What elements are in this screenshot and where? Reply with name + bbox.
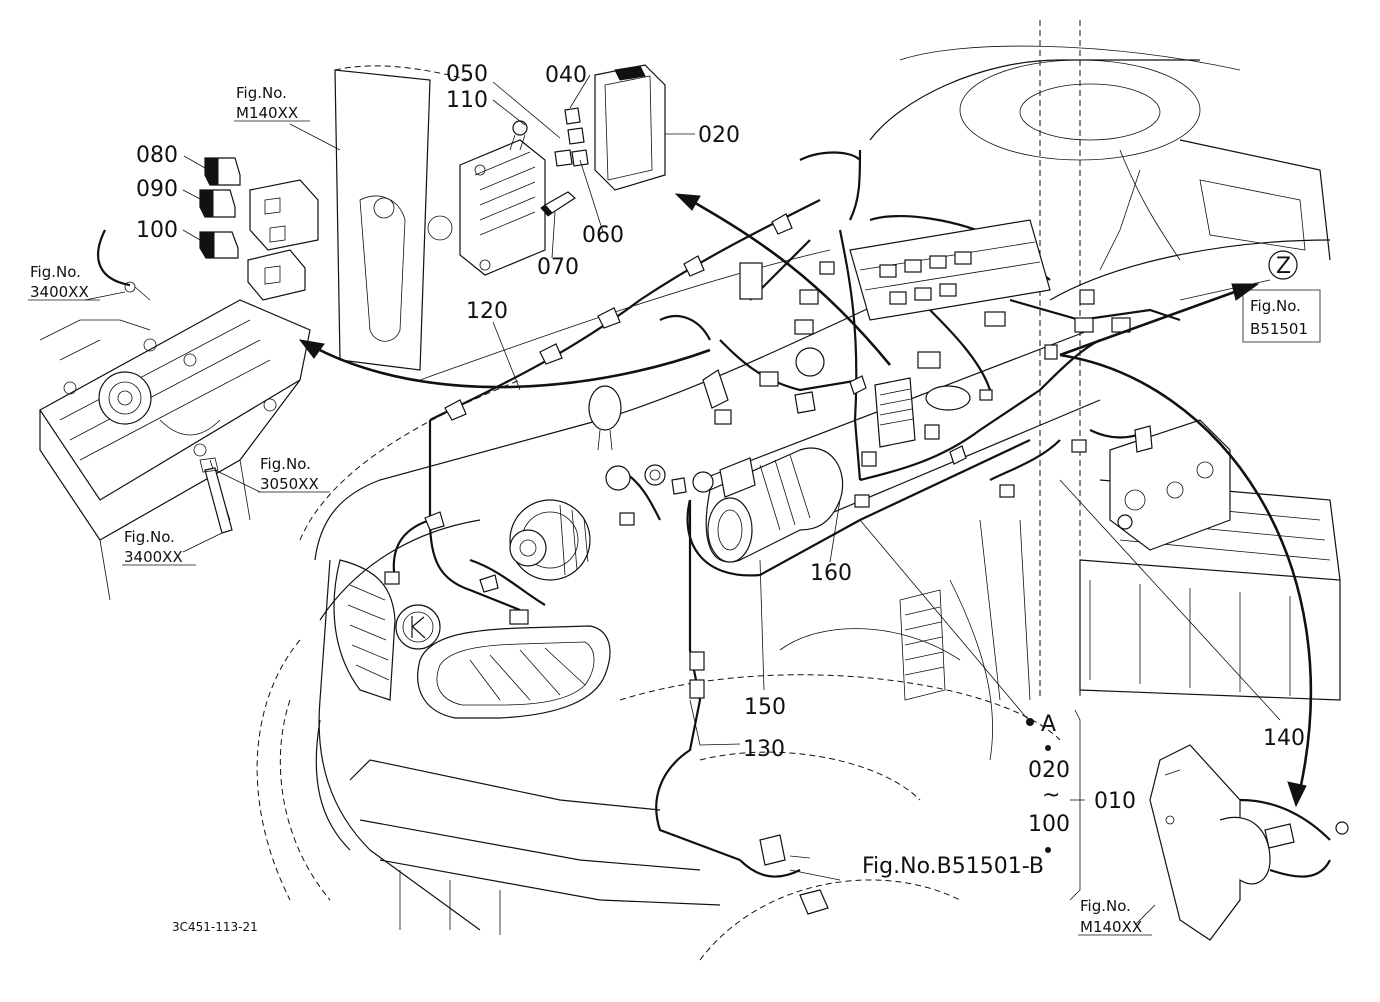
relay-socket bbox=[247, 179, 319, 301]
hydraulic-valve bbox=[1109, 419, 1231, 551]
fig-ref-underlines bbox=[28, 120, 1321, 936]
fig-3400-bottom-line2: 3400XX bbox=[124, 548, 183, 566]
fig-b51501-line1: Fig.No. bbox=[1250, 297, 1301, 315]
set-tilde-label: ~ bbox=[1042, 783, 1060, 808]
fig-3400-top-line1: Fig.No. bbox=[30, 263, 81, 281]
fuse-box-cover-020 bbox=[594, 64, 666, 191]
fig-b51501-line2: B51501 bbox=[1250, 320, 1308, 338]
set-to-label: 100 bbox=[1028, 812, 1070, 837]
screw-110 bbox=[509, 120, 528, 151]
label-130: 130 bbox=[743, 737, 785, 762]
engine-head-detail bbox=[39, 229, 311, 601]
fig-3050-line2: 3050XX bbox=[260, 475, 319, 493]
harness-connectors bbox=[384, 213, 1131, 699]
label-010: 010 bbox=[1094, 789, 1136, 814]
fig-m140-top-line1: Fig.No. bbox=[236, 84, 287, 102]
fig-3050-line1: Fig.No. bbox=[260, 455, 311, 473]
label-070: 070 bbox=[537, 255, 579, 280]
fig-m140-top-line2: M140XX bbox=[236, 104, 298, 122]
fuses-040-060 bbox=[554, 107, 589, 167]
point-a-label: A bbox=[1041, 712, 1056, 737]
label-040: 040 bbox=[545, 63, 587, 88]
leader-lines bbox=[84, 74, 1281, 926]
label-150: 150 bbox=[744, 695, 786, 720]
set-dot-lower bbox=[1045, 847, 1051, 853]
fuse-box-050 bbox=[459, 139, 546, 276]
fuse-puller-070 bbox=[540, 191, 576, 217]
fig-3400-bottom-line1: Fig.No. bbox=[124, 528, 175, 546]
sensor-130-end bbox=[759, 834, 841, 915]
rear-bracket-switch bbox=[1149, 744, 1349, 941]
label-110: 110 bbox=[446, 88, 488, 113]
alternator bbox=[509, 499, 591, 581]
label-020: 020 bbox=[698, 123, 740, 148]
label-050: 050 bbox=[446, 62, 488, 87]
solenoid-and-sensors bbox=[588, 347, 825, 495]
part-number-labels: 050 110 040 020 060 070 080 090 100 120 … bbox=[136, 62, 1305, 814]
label-120: 120 bbox=[466, 299, 508, 324]
drawing-code: 3C451-113-21 bbox=[172, 920, 258, 934]
fig-m140-bottom-line2: M140XX bbox=[1080, 918, 1142, 936]
view-marker-circle bbox=[1268, 250, 1298, 280]
label-060: 060 bbox=[582, 223, 624, 248]
label-140: 140 bbox=[1263, 726, 1305, 751]
relay-080 bbox=[204, 157, 241, 186]
set-dot-upper bbox=[1045, 745, 1051, 751]
point-a-dot bbox=[1026, 718, 1034, 726]
label-100: 100 bbox=[136, 218, 178, 243]
figure-ref-labels: Fig.No. M140XX Fig.No. 3400XX Fig.No. 30… bbox=[30, 84, 1308, 936]
starter-motor bbox=[705, 447, 844, 563]
label-090: 090 bbox=[136, 177, 178, 202]
label-080: 080 bbox=[136, 143, 178, 168]
relay-100 bbox=[199, 231, 239, 259]
relay-090 bbox=[199, 189, 236, 218]
callout-arrows bbox=[298, 193, 1313, 808]
fig-3400-top-line2: 3400XX bbox=[30, 283, 89, 301]
view-marker-label: Z bbox=[1276, 254, 1291, 279]
set-from-label: 020 bbox=[1028, 758, 1070, 783]
set-group-labels: A 020 ~ 100 bbox=[1028, 712, 1070, 837]
fig-m140-bottom-line1: Fig.No. bbox=[1080, 897, 1131, 915]
label-160: 160 bbox=[810, 561, 852, 586]
fig-b51501b: Fig.No.B51501-B bbox=[862, 854, 1044, 879]
